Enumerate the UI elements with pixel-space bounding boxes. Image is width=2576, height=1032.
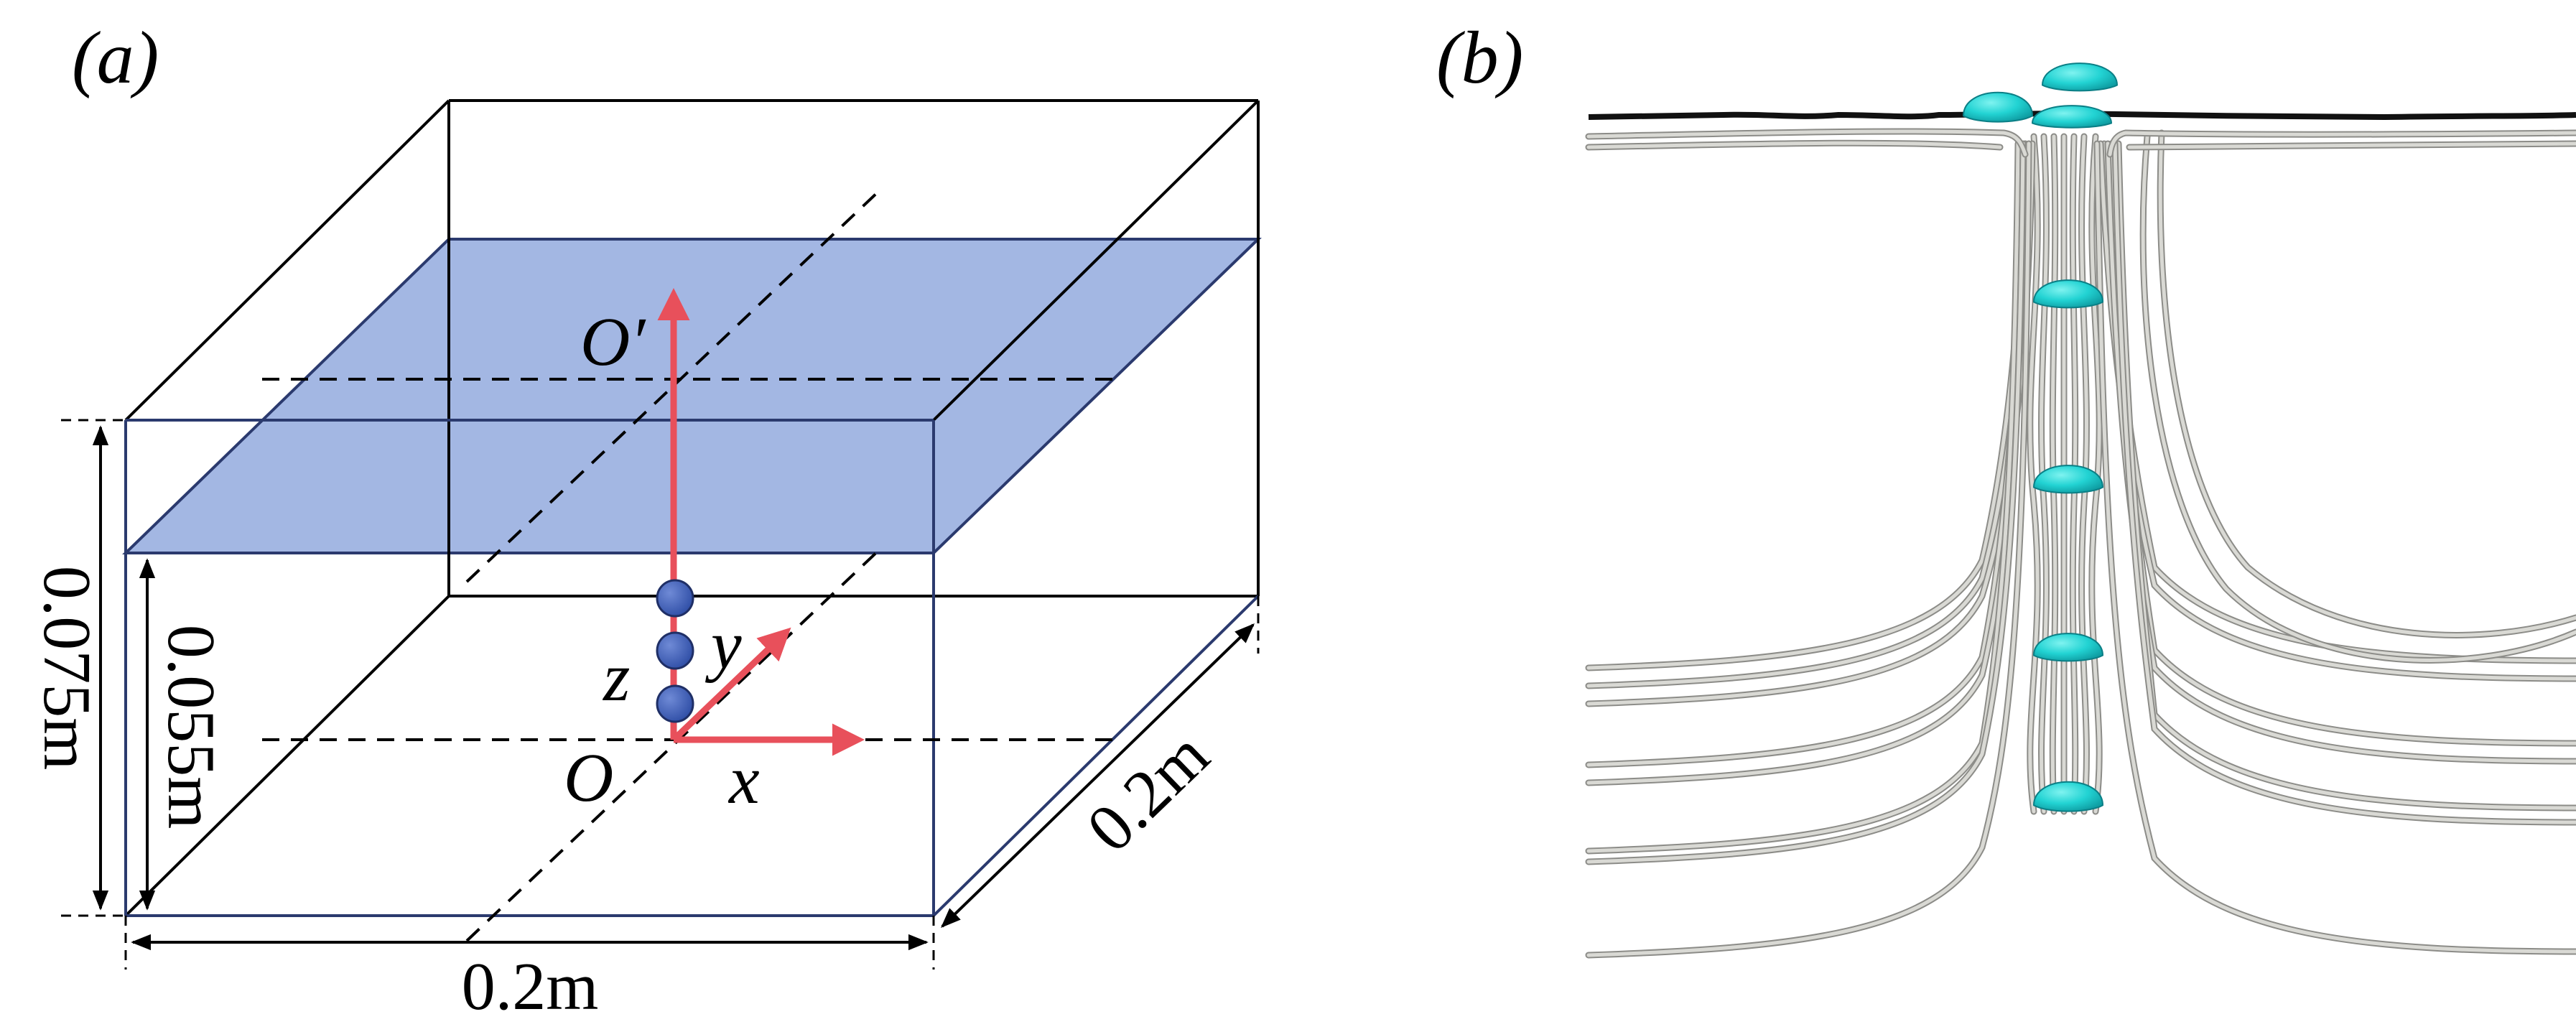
bubble-a (656, 631, 694, 670)
bubble-a (656, 579, 694, 618)
streamline (2097, 140, 2576, 682)
liquid-surface (122, 238, 1262, 554)
streamline (1585, 140, 2027, 865)
bubble-b (2031, 105, 2113, 129)
panel-a: (a) (29, 17, 1262, 1024)
dim-width-label: 0.2m (462, 949, 599, 1024)
bubble-b (2032, 279, 2104, 309)
top-origin-label: O′ (580, 303, 646, 380)
streamline (1586, 141, 2002, 149)
streamline (2093, 140, 2576, 955)
streamline (1586, 141, 2027, 670)
axis-x-label: x (727, 741, 760, 818)
streamline (2158, 131, 2576, 637)
streamline (2127, 141, 2576, 149)
bubble-b (2032, 465, 2104, 494)
bubbles-a (656, 579, 694, 723)
origin-label: O (564, 739, 613, 816)
streamlines (1585, 128, 2576, 959)
bubble-b (2032, 781, 2104, 812)
streamline (2080, 134, 2088, 814)
streamline (2098, 141, 2576, 681)
streamline (2111, 140, 2576, 826)
dim-total-height-label: 0.075m (29, 566, 104, 771)
streamline (1586, 129, 2027, 157)
bubble-b (2041, 62, 2119, 92)
dim-depth-arrow (940, 623, 1255, 928)
dim-liquid-height-label: 0.055m (154, 625, 228, 829)
streamline (1585, 140, 2022, 855)
streamline (2040, 134, 2048, 814)
axis-y-line (671, 627, 791, 743)
streamline (1586, 141, 2031, 957)
streamline (2139, 133, 2576, 664)
streamline (2050, 134, 2057, 814)
bubble-a (656, 684, 694, 723)
streamline (2157, 129, 2576, 638)
streamline (2108, 131, 2576, 157)
streamline (1586, 141, 2031, 688)
streamline (1586, 141, 2035, 706)
bubble-b (1962, 91, 2034, 123)
streamline (2116, 141, 2576, 810)
bubble-b (2032, 633, 2104, 662)
streamline (2113, 141, 2576, 824)
streamline (1586, 141, 2025, 864)
streamline (2095, 141, 2576, 954)
streamline (1586, 141, 2020, 853)
streamline (2101, 140, 2576, 664)
panel-b-label: (b) (1436, 17, 1523, 99)
streamline (2070, 134, 2078, 814)
panel-b: (b) (1436, 17, 2576, 959)
dimension-ticks (61, 419, 1260, 970)
streamline (2115, 140, 2576, 812)
box-back-edges (124, 99, 1260, 917)
panel-a-label: (a) (72, 17, 159, 99)
streamline (2141, 134, 2576, 662)
axis-y-label: y (705, 606, 742, 683)
streamline (2028, 134, 2040, 814)
bubbles-b (1962, 62, 2119, 812)
streamline (2090, 134, 2101, 814)
axis-z-label: z (602, 638, 630, 715)
streamline (2106, 141, 2576, 763)
